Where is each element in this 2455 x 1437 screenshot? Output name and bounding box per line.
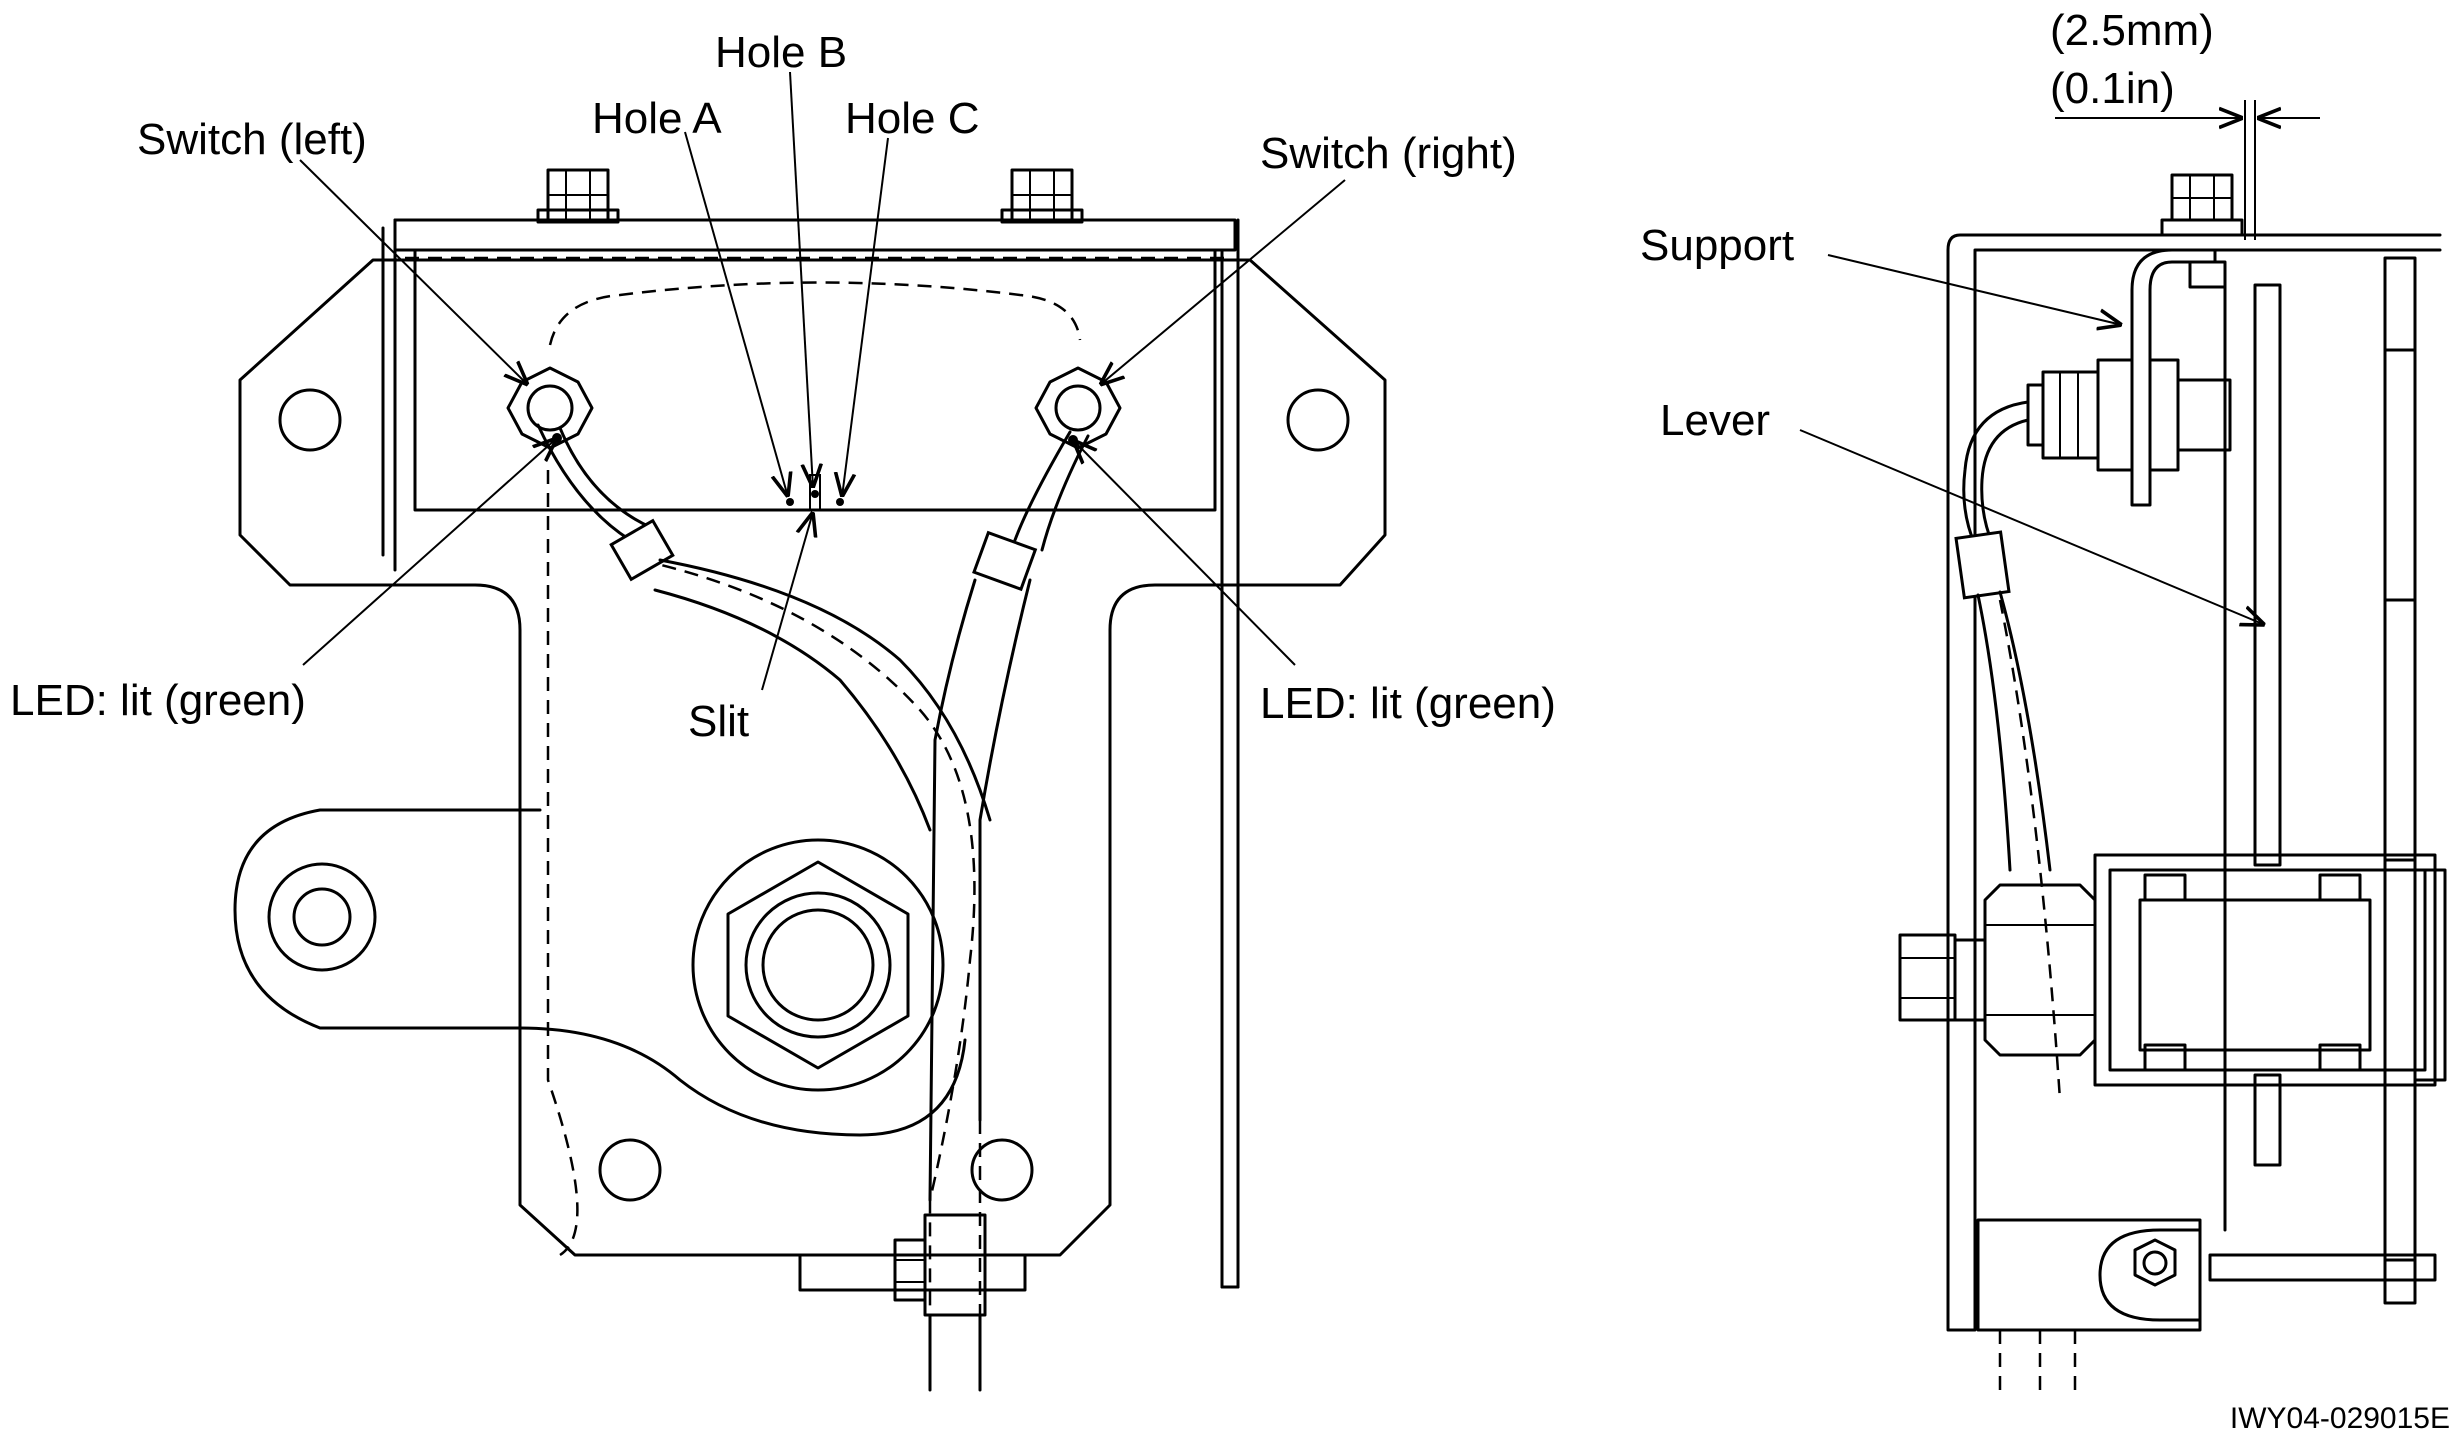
- lever-arm: [233, 808, 967, 1137]
- label-switch-right: Switch (right): [1260, 129, 1517, 178]
- top-bolt-left: [536, 168, 620, 224]
- label-led-right: LED: lit (green): [1260, 679, 1556, 728]
- cable-left: [536, 423, 992, 832]
- lever-pivot-hole: [267, 862, 377, 972]
- hidden-contour-top: [548, 281, 1082, 346]
- mount-hole-right: [1286, 388, 1350, 452]
- hidden-contour-left: [546, 470, 579, 1257]
- side-lever: [2253, 283, 2282, 867]
- side-plate: [2383, 256, 2417, 1305]
- mount-hole-left: [278, 388, 342, 452]
- side-switch: [2026, 358, 2232, 472]
- mount-hole-bottom-right: [970, 1138, 1034, 1202]
- hidden-contour-sweep: [639, 558, 976, 1390]
- label-hole-a: Hole A: [592, 94, 722, 143]
- label-support: Support: [1640, 221, 1794, 270]
- side-cable: [1954, 400, 2062, 1101]
- leader-lines: [299, 71, 2265, 691]
- gap-dimension: [2055, 100, 2320, 240]
- label-gap-mm: (2.5mm): [2050, 6, 2214, 55]
- bottom-clamp: [798, 1213, 1027, 1392]
- hub-nut: [691, 838, 945, 1092]
- label-gap-in: (0.1in): [2050, 64, 2175, 113]
- side-view: [1898, 100, 2447, 1390]
- side-bottom-clamp: [1976, 1218, 2437, 1390]
- slit: [786, 474, 844, 511]
- mount-hole-bottom-left: [598, 1138, 662, 1202]
- label-slit: Slit: [688, 697, 749, 746]
- side-support: [2130, 248, 2217, 507]
- label-hole-b: Hole B: [715, 28, 847, 77]
- label-led-left: LED: lit (green): [10, 676, 306, 725]
- label-lever: Lever: [1660, 396, 1770, 445]
- figure-code: IWY04-029015E: [2230, 1402, 2450, 1435]
- base-plate: [238, 258, 1387, 1257]
- cable-right: [928, 430, 1090, 1202]
- top-bolt-right: [1000, 168, 1084, 224]
- label-switch-left: Switch (left): [137, 115, 367, 164]
- side-bracket: [1946, 233, 2442, 1332]
- switch-left: [506, 366, 594, 450]
- label-hole-c: Hole C: [845, 94, 980, 143]
- side-hub: [1898, 853, 2437, 1087]
- front-view: [233, 168, 1387, 1392]
- side-top-bolt: [2160, 173, 2244, 237]
